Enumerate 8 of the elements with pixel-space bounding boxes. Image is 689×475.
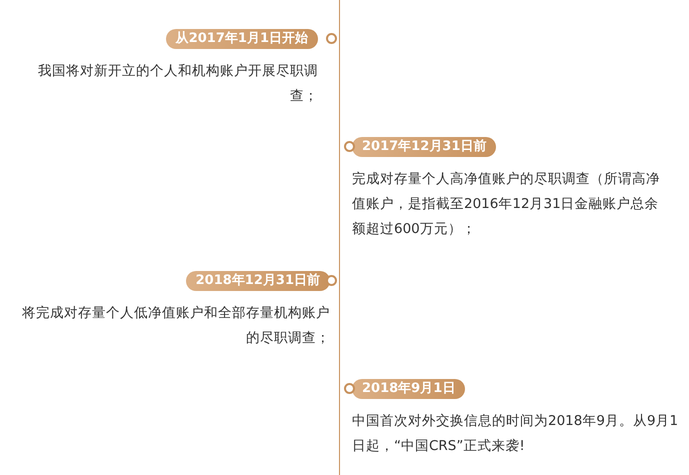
event-description: 完成对存量个人高净值账户的尽职调查（所谓高净值账户，是指截至2016年12月31日金融账户总余额超过600万元）； <box>352 170 661 239</box>
date-pill: 2018年12月31日前 <box>186 271 330 291</box>
event-description: 中国首次对外交换信息的时间为2018年9月。从9月1日起，“中国CRS”正式来袭! <box>352 412 680 456</box>
date-pill: 2017年12月31日前 <box>352 137 496 157</box>
event-description: 将完成对存量个人低净值账户和全部存量机构账户的尽职调查； <box>21 304 330 348</box>
event-description: 我国将对新开立的个人和机构账户开展尽职调查； <box>37 62 318 106</box>
date-pill: 2018年9月1日 <box>352 379 466 399</box>
date-pill: 从2017年1月1日开始 <box>166 29 318 49</box>
